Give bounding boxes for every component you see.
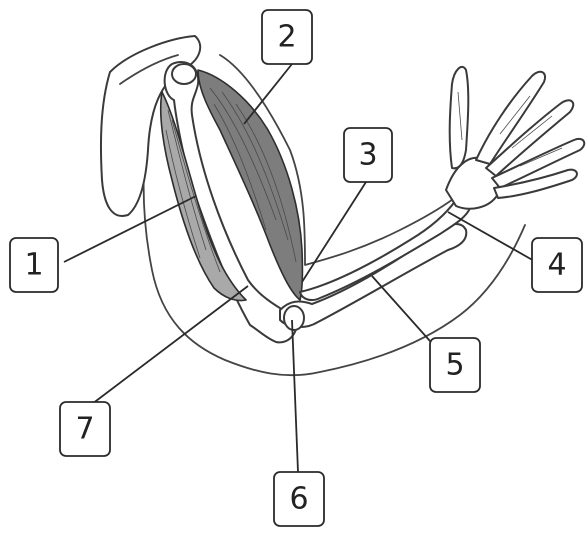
label-6-text: 6 [289,482,308,517]
label-7: 7 [60,402,110,456]
label-1-text: 1 [24,248,43,283]
leader-2 [244,64,292,124]
label-1: 1 [10,238,58,292]
label-2: 2 [262,10,312,64]
label-5: 5 [430,338,480,392]
ulna [280,224,466,327]
label-6: 6 [274,472,324,526]
leader-3 [302,182,366,282]
label-5-text: 5 [445,348,464,383]
elbow-joint [284,306,304,330]
label-4-text: 4 [547,248,566,283]
leader-6 [292,320,298,472]
label-3-text: 3 [358,138,377,173]
label-4: 4 [532,238,582,292]
leader-7 [92,286,248,404]
label-7-text: 7 [75,412,94,447]
hand-bones [446,67,584,209]
leader-5 [372,276,438,350]
label-2-text: 2 [277,20,296,55]
label-3: 3 [344,128,392,182]
humerus-head [172,64,196,84]
